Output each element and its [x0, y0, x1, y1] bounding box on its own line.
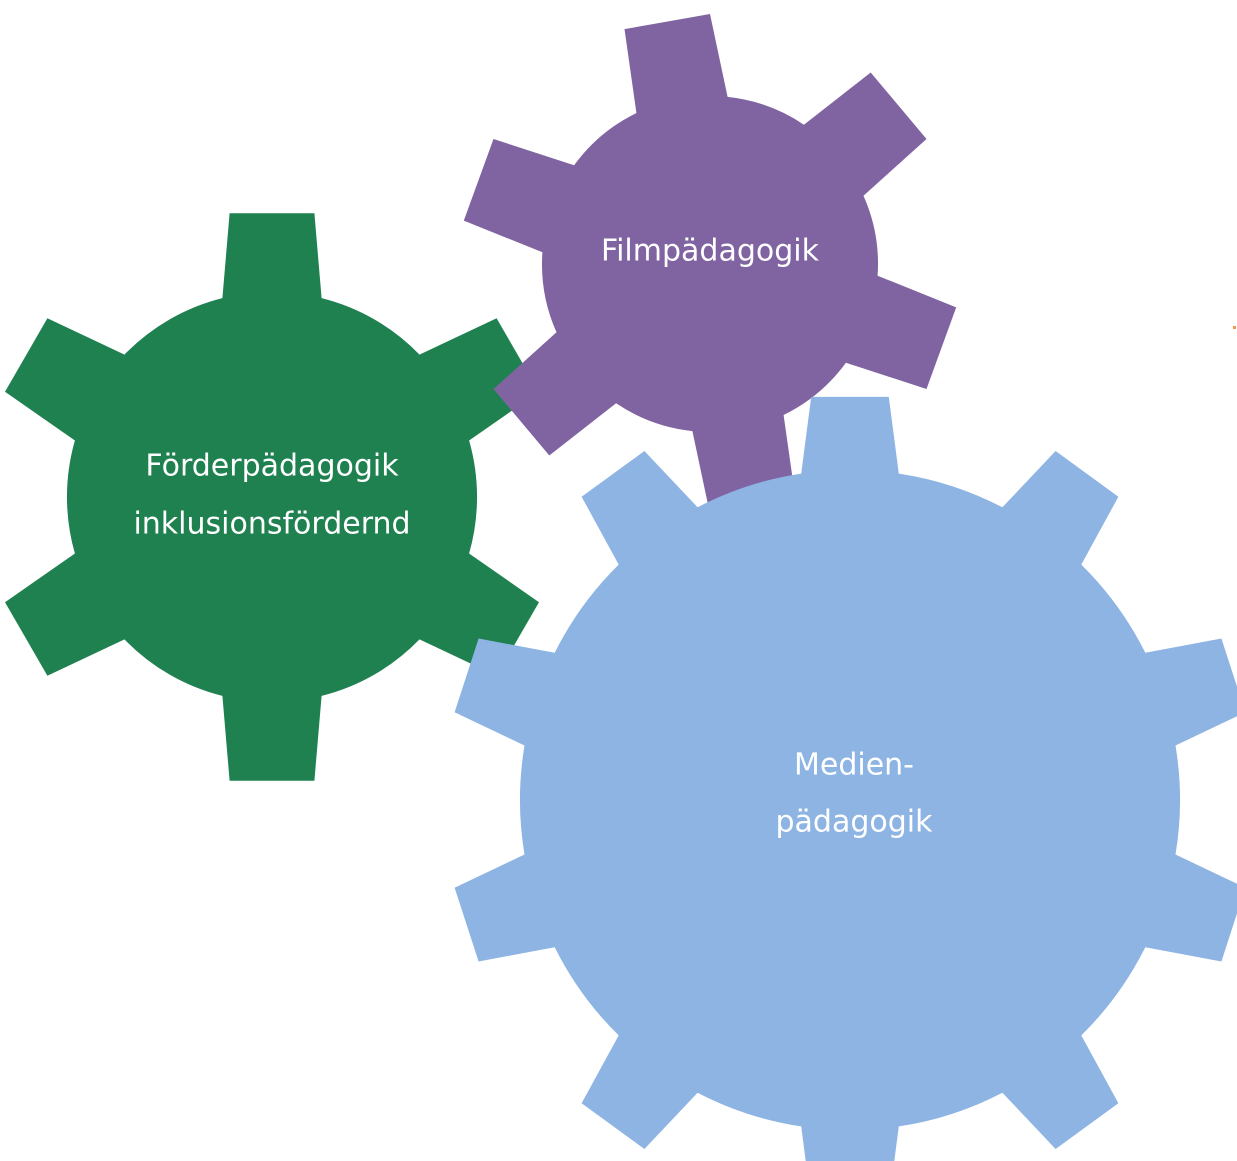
gear-filmpaedagogik-label: Filmpädagogik [601, 234, 820, 269]
gear-foerderpaedagogik-shape [5, 213, 539, 781]
gear-medienpaedagogik-label: Medien- [794, 748, 914, 783]
gear-foerderpaedagogik-label-line2: inklusionsfördernd [133, 507, 410, 542]
gear-medienpaedagogik: Medien- pädagogik [454, 396, 1237, 1161]
gear-medienpaedagogik-shape [454, 396, 1237, 1161]
gear-medienpaedagogik-label-line2: pädagogik [775, 805, 933, 840]
gear-filmpaedagogik-shape [463, 14, 957, 514]
gear-foerderpaedagogik: Förderpädagogik inklusionsfördernd [5, 213, 539, 781]
accent-mark [1233, 326, 1236, 329]
gear-foerderpaedagogik-label: Förderpädagogik [145, 449, 399, 484]
gear-filmpaedagogik: Filmpädagogik [463, 14, 957, 514]
